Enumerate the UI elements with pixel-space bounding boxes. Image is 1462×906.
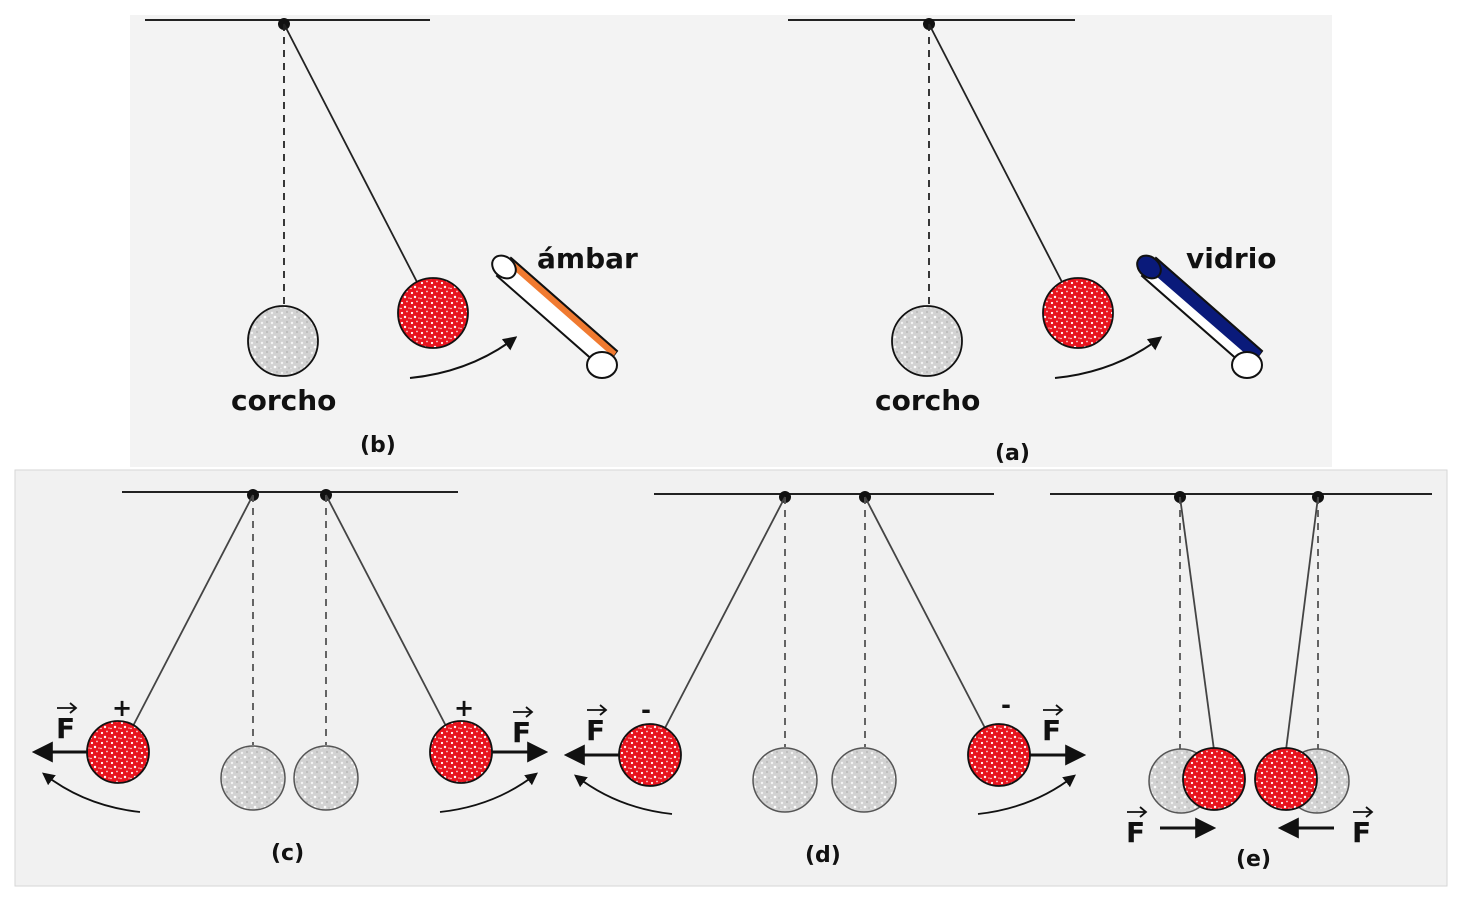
- swing-arrow-left: [42, 772, 141, 813]
- panel-caption: (c): [271, 841, 304, 866]
- charged-ball-left: [86, 720, 150, 784]
- bottom-panel-background: [14, 469, 1448, 887]
- deflected-thread: [664, 496, 786, 729]
- charge-sign: -: [1001, 691, 1011, 719]
- panel-b: ámbar corcho (b): [145, 18, 638, 458]
- neutral-ball-rest: [831, 747, 897, 813]
- panel-a: vidrio corcho (a): [788, 18, 1277, 466]
- ball-label: corcho: [875, 384, 980, 417]
- panel-caption: (e): [1236, 847, 1271, 872]
- force-label: F: [1352, 816, 1371, 849]
- vector-arrow-mark: [587, 704, 608, 716]
- panel-caption: (a): [995, 441, 1030, 466]
- swing-arrow-right: [977, 774, 1076, 815]
- panel-d: - - F F (d): [563, 491, 1087, 868]
- charged-ball: [1042, 277, 1114, 349]
- amber-rod: [491, 254, 619, 379]
- vector-arrow-mark: [1043, 704, 1064, 716]
- glass-rod: [1136, 254, 1264, 379]
- force-label: F: [1042, 714, 1061, 747]
- force-label: F: [586, 714, 605, 747]
- top-panel-background: [130, 15, 1332, 467]
- neutral-cork-ball: [247, 305, 319, 377]
- deflected-thread: [283, 23, 418, 283]
- neutral-ball-rest: [293, 745, 359, 811]
- panel-e: F F (e): [1050, 491, 1432, 872]
- swing-arrow-right: [439, 772, 538, 813]
- deflected-thread: [132, 494, 254, 727]
- charge-sign: -: [641, 696, 651, 724]
- charge-sign: +: [112, 694, 132, 722]
- vector-arrow-mark: [513, 706, 534, 718]
- deflected-thread: [864, 496, 986, 729]
- motion-arrow: [1054, 336, 1163, 379]
- glass-rod-stripe: [1149, 258, 1262, 362]
- neutral-cork-ball: [891, 305, 963, 377]
- vector-arrow-mark: [57, 702, 78, 714]
- deflected-thread: [1285, 496, 1319, 751]
- charged-ball-right: [967, 723, 1031, 787]
- amber-rod-stripe: [507, 258, 617, 357]
- force-label: F: [512, 716, 531, 749]
- deflected-thread: [928, 23, 1063, 283]
- panel-c: + + F F (c): [31, 489, 549, 866]
- charged-ball: [397, 277, 469, 349]
- force-label: F: [1126, 816, 1145, 849]
- charged-ball-left: [618, 723, 682, 787]
- rod-label: ámbar: [537, 242, 638, 275]
- neutral-ball-rest: [220, 745, 286, 811]
- rod-label: vidrio: [1186, 242, 1277, 275]
- neutral-ball-rest: [752, 747, 818, 813]
- deflected-thread: [1179, 496, 1215, 751]
- charged-ball-right: [429, 720, 493, 784]
- deflected-thread: [325, 494, 447, 727]
- vector-arrow-mark: [1353, 806, 1374, 818]
- motion-arrow: [409, 336, 518, 379]
- force-label: F: [56, 712, 75, 745]
- charged-ball-left: [1182, 747, 1246, 811]
- charged-ball-right: [1254, 747, 1318, 811]
- vector-arrow-mark: [1127, 806, 1148, 818]
- panel-caption: (d): [805, 843, 841, 868]
- ball-label: corcho: [231, 384, 336, 417]
- swing-arrow-left: [574, 774, 673, 815]
- charge-sign: +: [454, 694, 474, 722]
- panel-caption: (b): [360, 433, 396, 458]
